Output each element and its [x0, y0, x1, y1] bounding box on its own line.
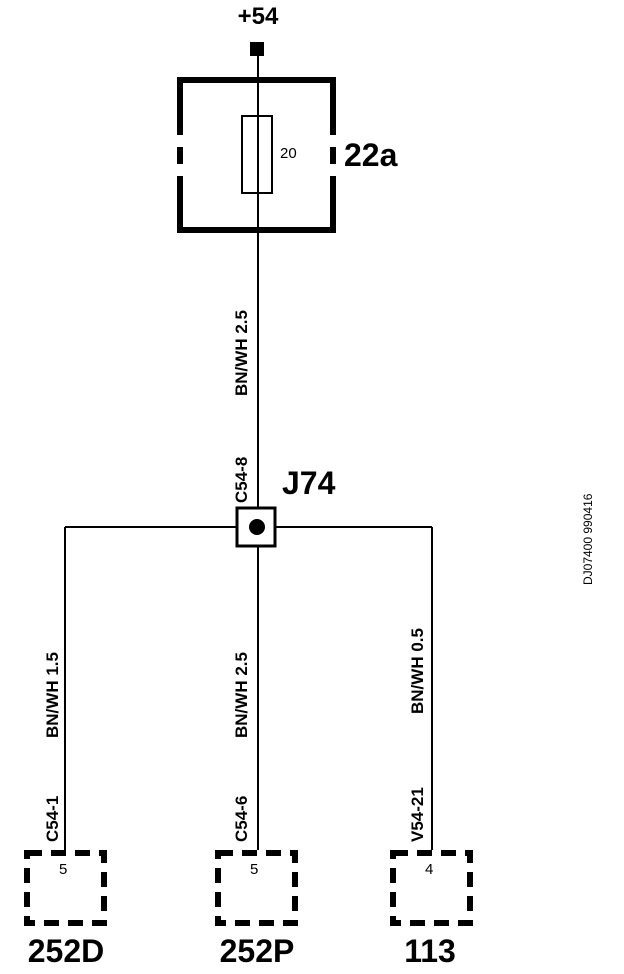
fuse-rating: 20 — [280, 145, 297, 162]
splice-id: J74 — [282, 465, 336, 501]
upper-wire-spec: BN/WH 2.5 — [232, 310, 251, 396]
upper-wire-connector: C54-8 — [232, 457, 251, 503]
component-label-113: 113 — [404, 933, 456, 969]
component-box-252d — [24, 850, 107, 926]
branch-1-connector: C54-1 — [43, 796, 62, 842]
supply-terminal — [250, 42, 264, 56]
component-label-252d: 252D — [28, 933, 105, 969]
branch-3-connector: V54-21 — [408, 787, 427, 842]
branch-3-spec: BN/WH 0.5 — [408, 628, 427, 714]
component-pin-252d: 5 — [59, 861, 67, 878]
drawing-reference: DJ07400 990416 — [581, 493, 595, 585]
splice-dot — [249, 519, 265, 535]
supply-label: +54 — [238, 3, 279, 30]
fuse-box — [177, 77, 336, 233]
branch-1-spec: BN/WH 1.5 — [43, 652, 62, 738]
branch-2-spec: BN/WH 2.5 — [232, 652, 251, 738]
component-box-113 — [390, 850, 473, 926]
component-label-252p: 252P — [220, 933, 295, 969]
component-box-252p — [215, 850, 298, 926]
component-pin-252p: 5 — [250, 861, 258, 878]
component-pin-113: 4 — [425, 861, 433, 878]
fuse-id: 22a — [344, 137, 398, 173]
branch-2-connector: C54-6 — [232, 796, 251, 842]
